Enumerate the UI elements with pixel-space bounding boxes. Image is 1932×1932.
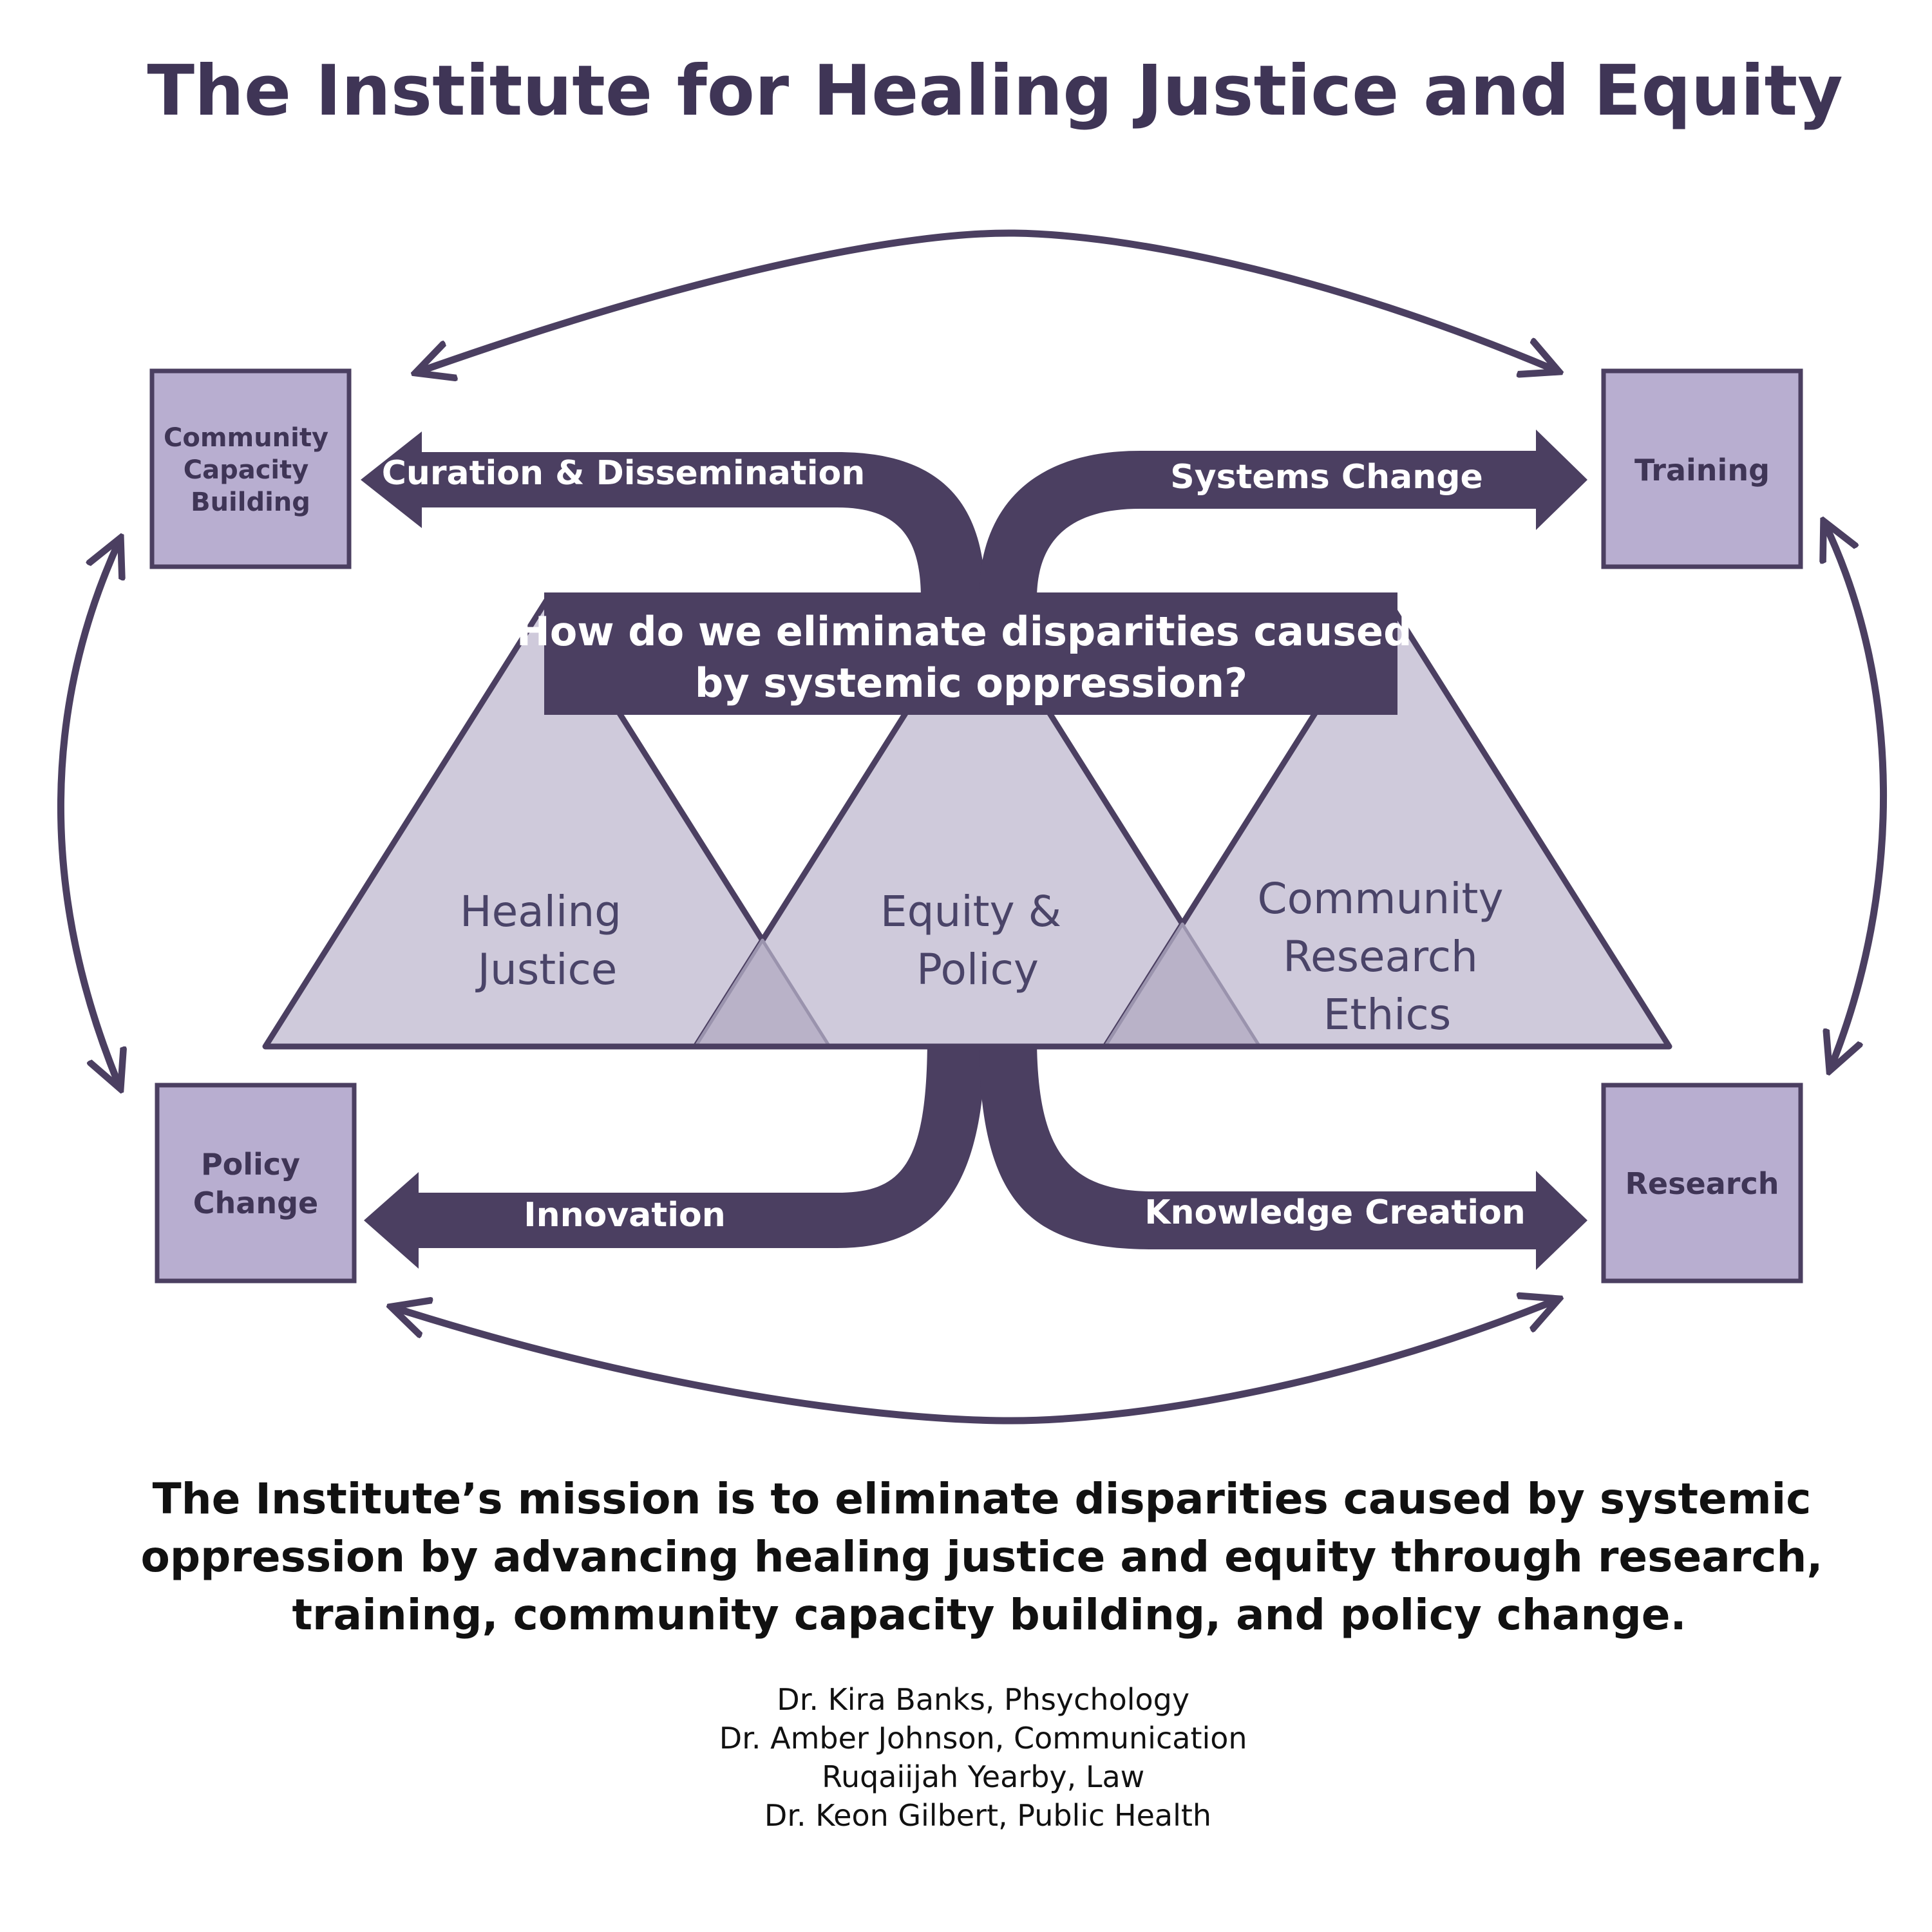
question-banner: How do we eliminate disparities caused b… — [516, 592, 1426, 715]
outer-cycle-arrows — [57, 229, 1887, 1425]
page-title: The Institute for Healing Justice and Eq… — [147, 51, 1842, 131]
mission-statement: The Institute’s mission is to eliminate … — [141, 1474, 1838, 1640]
community-capacity-building-box: Community Capacity Building — [149, 368, 352, 569]
innovation-arrow — [364, 1037, 985, 1269]
top-bidirectional-arrow — [417, 229, 1557, 372]
box-label-line: Capacity — [184, 455, 309, 485]
training-box: Training — [1601, 368, 1803, 569]
svg-text:Community Capacity: Community Capacity Building — [164, 423, 337, 517]
right-bidirectional-arrow — [1824, 523, 1887, 1069]
left-bidirectional-arrow — [57, 540, 120, 1087]
community-research-ethics-label: Community Research Ethics — [1258, 874, 1517, 1039]
svg-text:Policy Change: Policy Change — [193, 1147, 318, 1220]
knowledge-creation-arrow — [979, 1037, 1587, 1270]
bottom-bidirectional-arrow — [393, 1300, 1557, 1425]
box-label: Training — [1634, 453, 1770, 488]
research-box: Research — [1601, 1083, 1803, 1283]
systems-change-label: Systems Change — [1170, 458, 1482, 497]
box-label-line: Community — [164, 423, 328, 453]
knowledge-creation-label: Knowledge Creation — [1144, 1193, 1526, 1232]
box-label-line: Policy — [201, 1147, 300, 1182]
author-line: Dr. Amber Johnson, Communication — [719, 1721, 1247, 1756]
innovation-label: Innovation — [524, 1196, 726, 1235]
box-label: Research — [1625, 1166, 1779, 1201]
author-line: Dr. Kira Banks, Phsychology — [777, 1682, 1189, 1717]
systems-change-arrow — [979, 430, 1587, 599]
curation-label: Curation & Dissemination — [382, 454, 866, 493]
question-line: How do we eliminate disparities caused — [516, 608, 1412, 655]
healing-justice-label: Healing Justice — [460, 887, 635, 994]
flow-arrows — [361, 430, 1587, 1270]
question-line: by systemic oppression? — [695, 659, 1247, 706]
policy-change-box: Policy Change — [155, 1083, 357, 1283]
authors-list: Dr. Kira Banks, Phsychology Dr. Amber Jo… — [719, 1682, 1256, 1833]
author-line: Ruqaiijah Yearby, Law — [822, 1759, 1144, 1794]
curation-arrow — [361, 431, 985, 599]
author-line: Dr. Keon Gilbert, Public Health — [764, 1798, 1211, 1833]
box-label-line: Change — [193, 1186, 318, 1220]
box-label-line: Building — [191, 488, 310, 517]
svg-text:How do we eliminate disparitie: How do we eliminate disparities caused b… — [516, 608, 1426, 706]
equity-policy-label: Equity & Policy — [880, 887, 1075, 994]
triangles — [262, 596, 1672, 1050]
